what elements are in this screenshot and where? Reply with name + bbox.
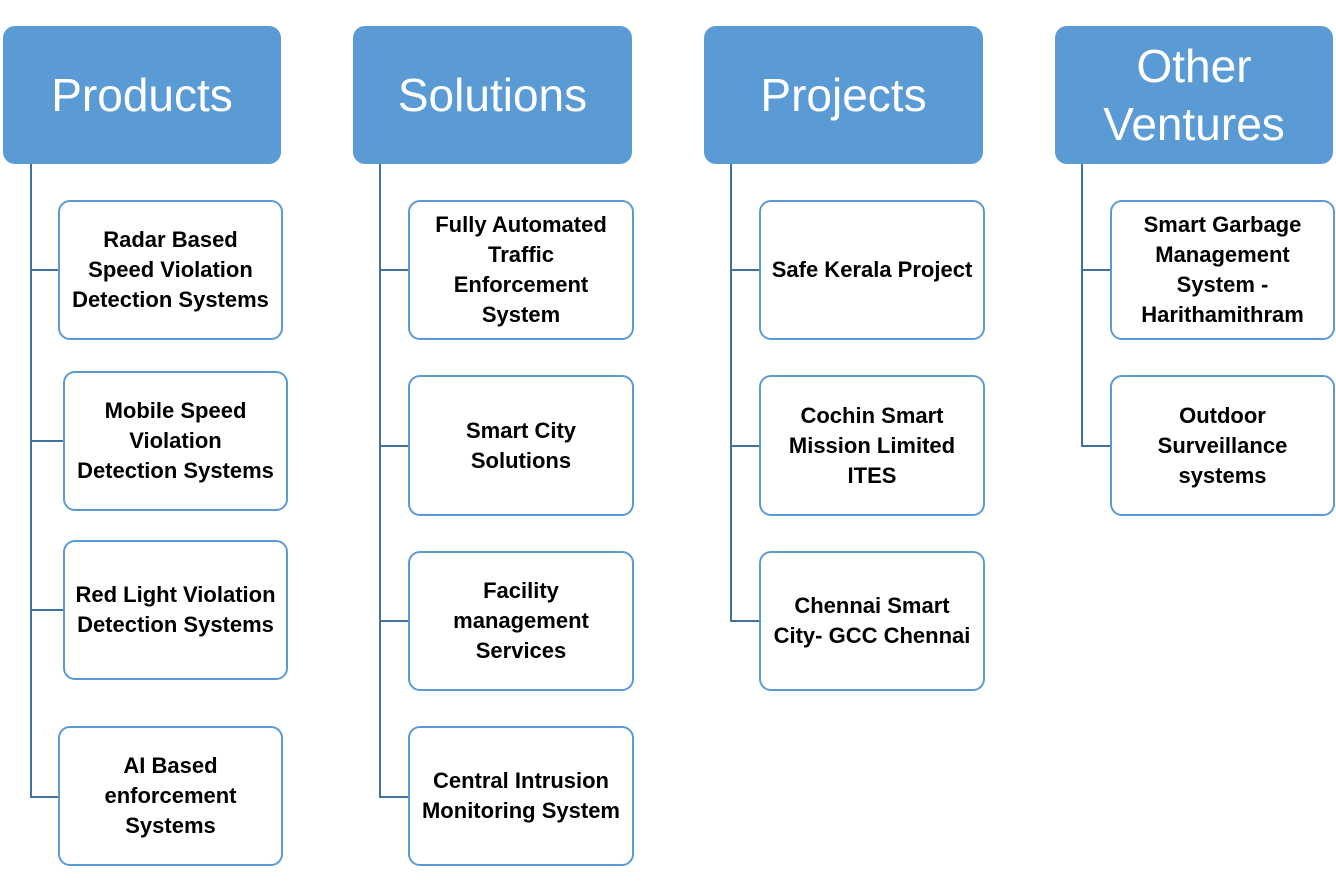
products-item: AI Based enforcement Systems (58, 726, 283, 866)
solutions-branch-line (379, 796, 408, 798)
products-item: Radar Based Speed Violation Detection Sy… (58, 200, 283, 340)
solutions-item: Fully Automated Traffic Enforcement Syst… (408, 200, 634, 340)
products-item: Mobile Speed Violation Detection Systems (63, 371, 288, 511)
solutions-header: Solutions (353, 26, 632, 164)
projects-item: Chennai Smart City- GCC Chennai (759, 551, 985, 691)
ventures-branch-line (1081, 445, 1110, 447)
projects-header: Projects (704, 26, 983, 164)
solutions-item: Central Intrusion Monitoring System (408, 726, 634, 866)
projects-item: Safe Kerala Project (759, 200, 985, 340)
projects-branch-line (730, 269, 759, 271)
ventures-branch-line (1081, 269, 1110, 271)
products-trunk-line (30, 163, 32, 798)
projects-item: Cochin Smart Mission Limited ITES (759, 375, 985, 516)
projects-branch-line (730, 620, 759, 622)
ventures-trunk-line (1081, 163, 1083, 447)
ventures-header: Other Ventures (1055, 26, 1333, 164)
solutions-trunk-line (379, 163, 381, 798)
solutions-item: Facility management Services (408, 551, 634, 691)
products-branch-line (30, 269, 58, 271)
ventures-item: Smart Garbage Management System - Harith… (1110, 200, 1335, 340)
solutions-branch-line (379, 620, 408, 622)
projects-trunk-line (730, 163, 732, 622)
solutions-item: Smart City Solutions (408, 375, 634, 516)
products-header: Products (3, 26, 281, 164)
ventures-item: Outdoor Surveillance systems (1110, 375, 1335, 516)
solutions-branch-line (379, 445, 408, 447)
solutions-branch-line (379, 269, 408, 271)
products-branch-line (30, 440, 63, 442)
products-branch-line (30, 609, 63, 611)
products-branch-line (30, 796, 58, 798)
projects-branch-line (730, 445, 759, 447)
products-item: Red Light Violation Detection Systems (63, 540, 288, 680)
